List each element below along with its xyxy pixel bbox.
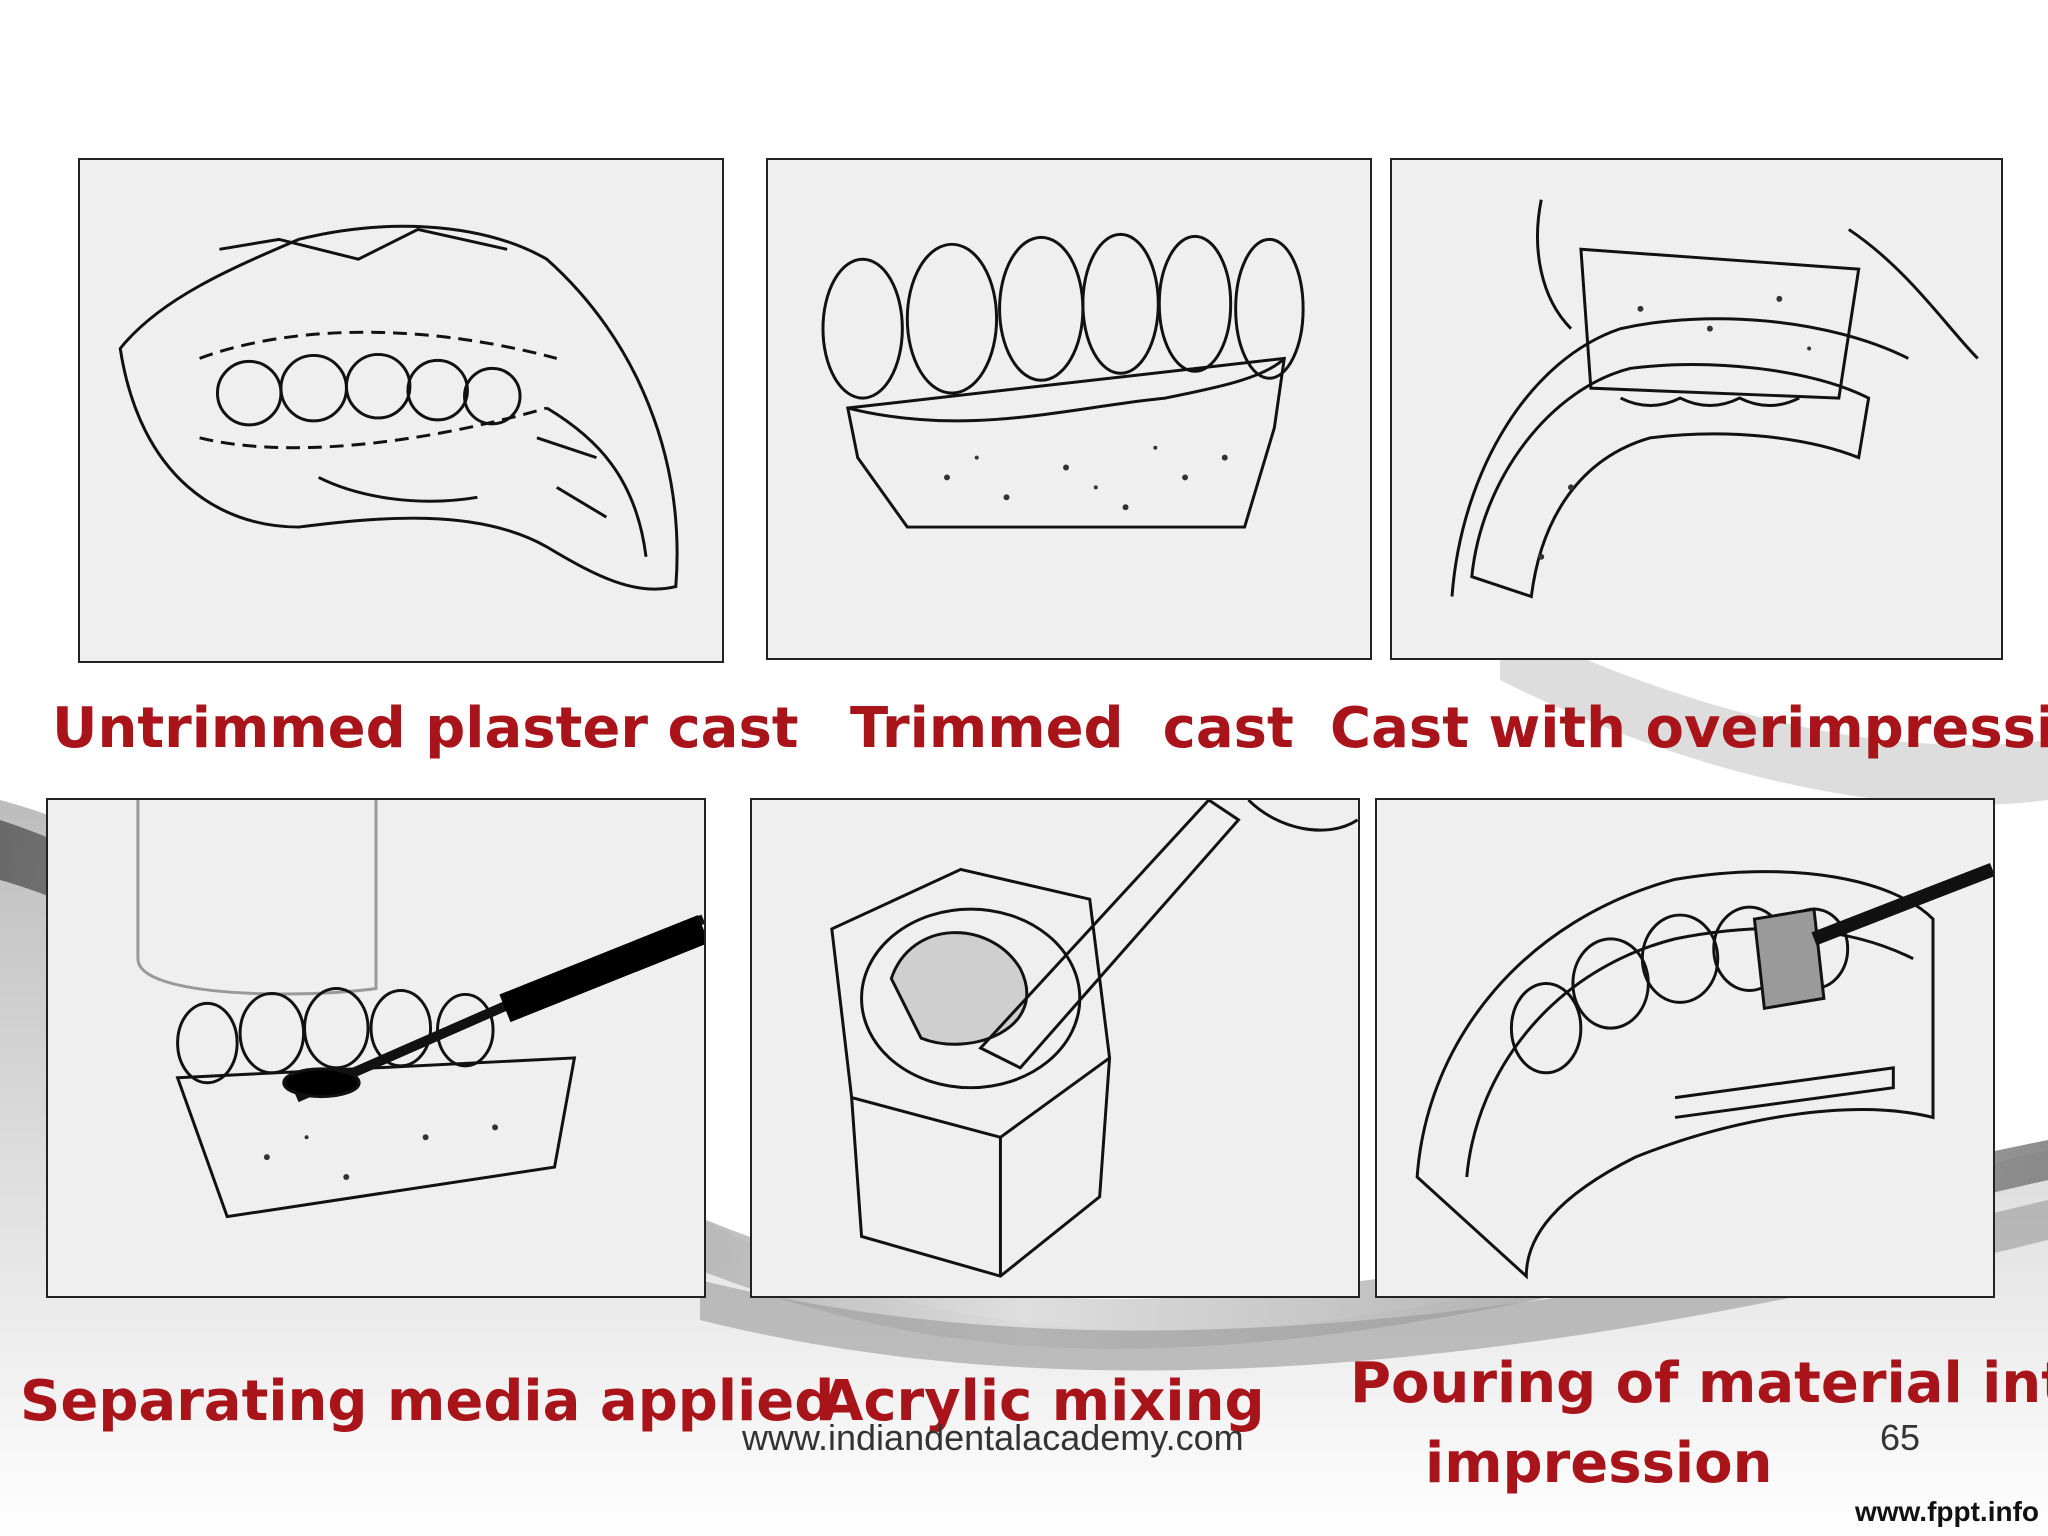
caption-acrylic-mixing: Acrylic mixing: [820, 1369, 1265, 1434]
caption-separating-media-applied: Separating media applied: [20, 1369, 835, 1434]
caption-untrimmed-plaster-cast: Untrimmed plaster cast: [52, 696, 799, 761]
footer-website: www.indiandentalacademy.com: [742, 1417, 1244, 1458]
pouring-material-illustration: [1375, 798, 1995, 1298]
brand-watermark: www.fppt.info: [1855, 1496, 2040, 1527]
caption-pouring-line1: Pouring of material into: [1350, 1351, 2048, 1416]
untrimmed-cast-illustration: [78, 158, 724, 663]
page-number: 65: [1880, 1417, 1921, 1458]
trimmed-cast-illustration: [766, 158, 1372, 660]
caption-pouring-line2: impression: [1425, 1431, 1773, 1496]
caption-cast-with-overimpression: Cast with overimpression: [1330, 696, 2048, 761]
acrylic-mixing-illustration: [750, 798, 1360, 1298]
overimpression-illustration: [1390, 158, 2003, 660]
separating-media-illustration: [46, 798, 706, 1298]
caption-trimmed-cast: Trimmed cast: [850, 696, 1294, 761]
